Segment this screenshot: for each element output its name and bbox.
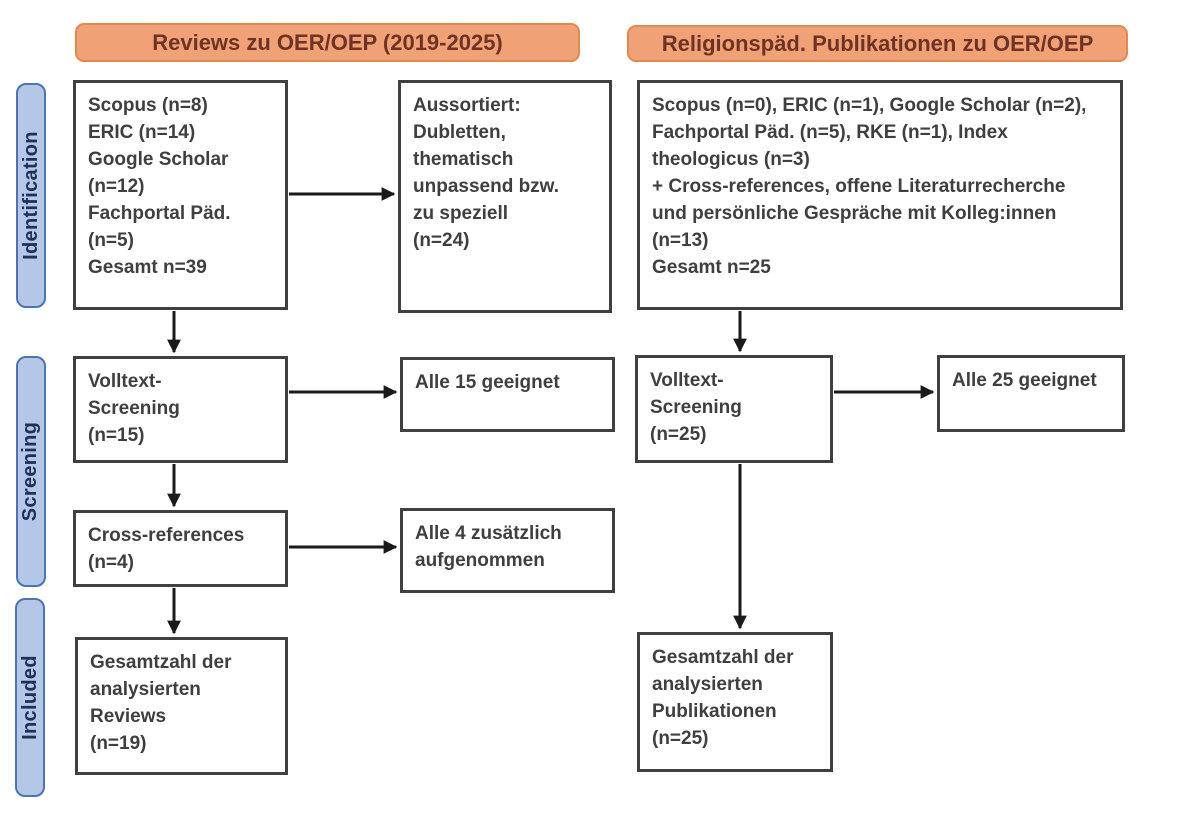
box-left-cross-references: Cross-references (n=4) — [73, 510, 288, 587]
stage-label-included: Included — [15, 598, 45, 797]
stage-label-screening: Screening — [16, 356, 46, 587]
box-left-excluded: Aussortiert: Dubletten, thematisch unpas… — [398, 80, 612, 313]
box-right-fulltext-result: Alle 25 geeignet — [937, 355, 1125, 432]
stage-label-screening-text: Screening — [19, 421, 42, 522]
box-right-identification-sources: Scopus (n=0), ERIC (n=1), Google Scholar… — [637, 80, 1123, 310]
box-right-fulltext-screening: Volltext- Screening (n=25) — [635, 355, 833, 463]
box-left-identification-sources: Scopus (n=8) ERIC (n=14) Google Scholar … — [73, 80, 288, 310]
box-left-fulltext-screening: Volltext- Screening (n=15) — [73, 356, 288, 463]
box-right-included-total: Gesamtzahl der analysierten Publikatione… — [637, 632, 833, 772]
stage-label-identification: Identification — [16, 83, 46, 308]
column-header-religionspaed: Religionspäd. Publikationen zu OER/OEP — [627, 25, 1128, 62]
stage-label-identification-text: Identification — [19, 131, 42, 260]
box-left-crossref-result: Alle 4 zusätzlich aufgenommen — [400, 508, 615, 593]
box-left-included-total: Gesamtzahl der analysierten Reviews (n=1… — [75, 637, 288, 775]
column-header-reviews: Reviews zu OER/OEP (2019-2025) — [75, 23, 580, 62]
stage-label-included-text: Included — [18, 655, 41, 740]
box-left-fulltext-result: Alle 15 geeignet — [400, 357, 615, 432]
